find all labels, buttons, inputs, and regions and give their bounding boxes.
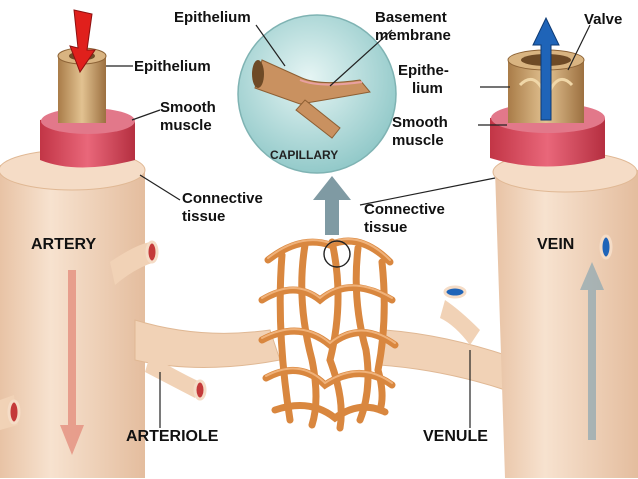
label-venule: VENULE xyxy=(423,428,488,445)
magnify-up-arrow xyxy=(313,176,351,235)
label-arteriole: ARTERIOLE xyxy=(126,428,219,445)
arteriole-vessel xyxy=(134,319,281,401)
label-connective-tissue-artery-line2: tissue xyxy=(182,208,226,225)
artery-vessel xyxy=(0,9,159,479)
label-basement-membrane-line2: membrane xyxy=(375,27,451,44)
label-capillary: CAPILLARY xyxy=(270,148,339,162)
label-artery: ARTERY xyxy=(31,236,97,253)
label-smooth-muscle-vein-line1: Smooth xyxy=(392,114,448,131)
label-smooth-muscle-vein-line2: muscle xyxy=(392,132,444,149)
leader-lines xyxy=(106,24,591,428)
label-smooth-muscle-artery-line1: Smooth xyxy=(160,99,216,116)
label-epithelium-vein-line2: lium xyxy=(412,80,443,97)
capillary-network xyxy=(258,237,399,432)
capillary-callout-circle xyxy=(323,240,351,268)
label-vein: VEIN xyxy=(537,236,575,253)
label-basement-membrane-line1: Basement xyxy=(375,9,447,26)
label-smooth-muscle-artery-line2: muscle xyxy=(160,117,212,134)
label-connective-tissue-vein-line1: Connective xyxy=(364,201,445,218)
label-epithelium-vein-line1: Epithe- xyxy=(398,62,449,79)
label-epithelium-artery: Epithelium xyxy=(134,58,211,75)
capillary-network-highlight xyxy=(261,238,396,385)
label-connective-tissue-vein-line2: tissue xyxy=(364,219,408,236)
label-epithelium-capillary: Epithelium xyxy=(174,9,251,26)
label-valve: Valve xyxy=(584,11,623,28)
venule-vessel xyxy=(379,285,521,396)
vein-vessel xyxy=(490,16,638,478)
label-connective-tissue-artery-line1: Connective xyxy=(182,190,263,207)
